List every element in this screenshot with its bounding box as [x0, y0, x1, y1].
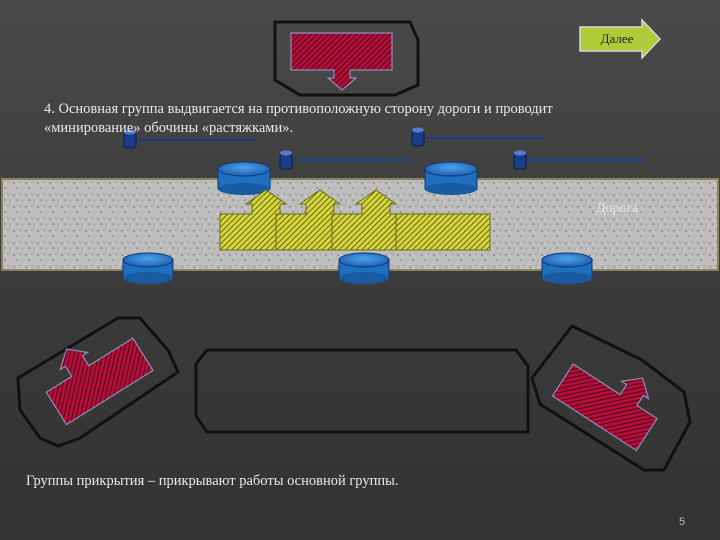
top-group-down-arrow: [290, 32, 393, 91]
top-cover-group: [273, 20, 420, 97]
tripwire-post: [411, 127, 425, 147]
tripwires: [123, 127, 648, 170]
road-label: Дорога: [596, 201, 639, 216]
left-cover-group: [16, 316, 180, 448]
next-button[interactable]: Далее: [600, 31, 634, 46]
center-frame: [194, 348, 530, 434]
main-group-description: 4. Основная группа выдвигается на против…: [44, 101, 553, 136]
page-number: 5: [678, 516, 686, 528]
mine: [122, 252, 174, 284]
mine: [541, 252, 593, 284]
tripwire-post: [123, 129, 137, 149]
mine: [338, 252, 390, 284]
mine: [217, 161, 271, 195]
next-arrow-shape[interactable]: [579, 18, 662, 60]
mine: [424, 161, 478, 195]
tripwire-post: [513, 150, 527, 170]
tripwire-post: [279, 150, 293, 170]
cover-group-description: Группы прикрытия – прикрывают работы осн…: [26, 473, 399, 489]
right-cover-group: [530, 324, 692, 472]
main-group: [219, 189, 491, 251]
